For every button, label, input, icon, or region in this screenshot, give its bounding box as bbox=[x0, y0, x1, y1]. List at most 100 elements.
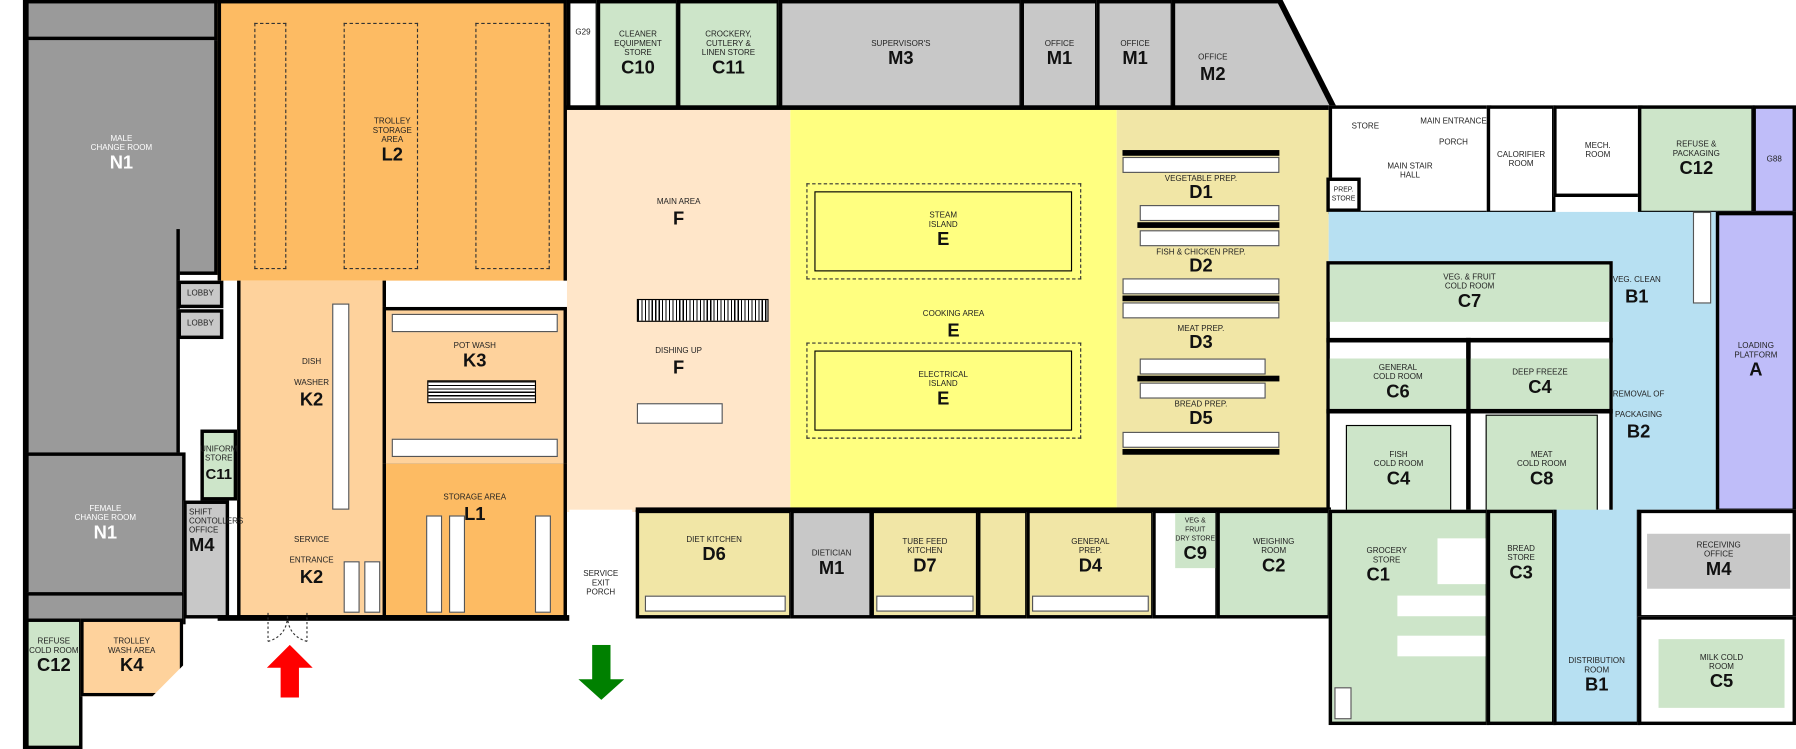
shelving bbox=[1397, 595, 1486, 617]
g29-room: G29 bbox=[566, 0, 600, 109]
room-label: MAIN AREA bbox=[656, 198, 701, 207]
shelf bbox=[534, 515, 551, 613]
room-label: MILK COLD ROOM bbox=[1699, 654, 1744, 672]
room-label: PREP. STORE bbox=[1331, 186, 1356, 203]
room-label: STORE bbox=[1351, 122, 1380, 131]
room-code: A bbox=[1749, 360, 1763, 381]
bench-wall bbox=[1122, 150, 1280, 156]
room-code: C4 bbox=[1386, 469, 1411, 490]
electrical-island-zone bbox=[806, 342, 1082, 439]
room-label: SHIFT CONTOLLERS OFFICE bbox=[188, 508, 244, 535]
shelving bbox=[1397, 635, 1486, 657]
veg-fruit-cold-room: VEG. & FRUIT COLD ROOM C7 bbox=[1329, 264, 1610, 322]
wall bbox=[1326, 408, 1613, 414]
room-code: F bbox=[673, 209, 685, 230]
room-code: N1 bbox=[109, 153, 134, 173]
pot-rack bbox=[427, 380, 537, 404]
room-code: M4 bbox=[1705, 560, 1732, 580]
room-code: K4 bbox=[119, 656, 144, 676]
fish-chicken-prep: FISH & CHICKEN PREP.D2 bbox=[1122, 249, 1279, 276]
room-code: C12 bbox=[37, 656, 71, 676]
entrance-arrow-icon bbox=[266, 644, 313, 698]
prep-bench bbox=[1122, 302, 1280, 319]
crockery-cutlery-linen-store: CROCKERY, CUTLERY & LINEN STORE C11 bbox=[676, 0, 781, 109]
milk-cold-room: MILK COLD ROOM C5 bbox=[1658, 639, 1785, 708]
room-label: REMOVAL OF PACKAGING bbox=[1612, 390, 1665, 420]
shelving bbox=[1334, 687, 1352, 720]
room-label: STEAM ISLAND bbox=[928, 211, 958, 230]
dishwasher-conveyor bbox=[332, 303, 350, 510]
room-code: M1 bbox=[1046, 48, 1073, 69]
room-label: CROCKERY, CUTLERY & LINEN STORE bbox=[701, 30, 756, 57]
general-cold-room: GENERAL COLD ROOM C6 bbox=[1329, 358, 1467, 409]
wall bbox=[1466, 337, 1471, 531]
female-change-room: FEMALE CHANGE ROOM N1 bbox=[25, 452, 186, 596]
exit-arrow-icon bbox=[578, 644, 625, 700]
room-label: DISTRIBUTION ROOM bbox=[1568, 657, 1625, 675]
room-code: C11 bbox=[205, 465, 233, 483]
room-code: D6 bbox=[702, 545, 726, 565]
room-label: TUBE FEED KITCHEN bbox=[902, 538, 948, 556]
room-code: C1 bbox=[1366, 565, 1390, 586]
room-code: D2 bbox=[1189, 256, 1213, 277]
room-label: UNIFORM STORE bbox=[200, 445, 238, 463]
room-label: CALORIFIER ROOM bbox=[1497, 150, 1546, 168]
supervisors-office: SUPERVISOR'S M3 bbox=[778, 0, 1023, 109]
room-label: FISH COLD ROOM bbox=[1373, 451, 1424, 469]
room-label: FEMALE CHANGE ROOM bbox=[74, 504, 137, 522]
receiving-office-wrap: RECEIVING OFFICE M4 bbox=[1637, 509, 1796, 619]
rack bbox=[343, 561, 360, 613]
bench-wall bbox=[1122, 448, 1280, 455]
trolley-wash-area: TROLLEY WASH AREA K4 bbox=[80, 618, 184, 697]
room-code: C12 bbox=[1679, 158, 1714, 179]
room-label: GENERAL PREP. bbox=[1071, 538, 1110, 556]
steam-island-zone bbox=[806, 183, 1082, 280]
mech-room: MECH. ROOM bbox=[1553, 105, 1643, 198]
steam-island: STEAM ISLAND E bbox=[814, 191, 1073, 272]
windows-row bbox=[25, 0, 218, 41]
veg-prep: VEGETABLE PREP.D1 bbox=[1122, 175, 1279, 202]
wall bbox=[564, 105, 1333, 110]
angled-wall bbox=[1277, 0, 1337, 111]
room-label: DISH WASHER bbox=[294, 358, 329, 388]
loading-platform: LOADING PLATFORM A bbox=[1715, 211, 1796, 512]
room-code: B1 bbox=[1625, 287, 1649, 307]
office-m1-b: OFFICE M1 bbox=[1096, 0, 1175, 109]
refuse-cold-room: REFUSE COLD ROOM C12 bbox=[25, 618, 83, 749]
fish-cold-room: FISH COLD ROOM C4 bbox=[1345, 424, 1452, 517]
room-code: F bbox=[673, 358, 685, 378]
room-label: FISH & CHICKEN PREP. bbox=[1156, 248, 1246, 257]
room-label: WEIGHING ROOM bbox=[1252, 538, 1295, 556]
bread-store: BREAD STORE C3 bbox=[1486, 509, 1556, 726]
sink-bench bbox=[391, 313, 558, 333]
room-label: TROLLEY STORAGE AREA bbox=[372, 117, 412, 145]
room-label: LOADING PLATFORM bbox=[1734, 342, 1778, 360]
room-code: C11 bbox=[712, 57, 745, 78]
room-code: C9 bbox=[1183, 544, 1207, 564]
room-label: VEG & FRUIT DRY STORE bbox=[1175, 517, 1216, 543]
room-label: LOBBY bbox=[187, 319, 214, 328]
room-code: D3 bbox=[1189, 333, 1213, 353]
room-label: OFFICE bbox=[1198, 53, 1228, 62]
dietician-office: DIETICIAN M1 bbox=[790, 509, 873, 619]
shelving bbox=[1437, 538, 1486, 585]
main-entrance-porch: MAIN ENTRANCE PORCH bbox=[1420, 109, 1486, 150]
g88-room: G88 bbox=[1752, 105, 1796, 215]
uniform-store: UNIFORM STORE C11 bbox=[200, 429, 238, 501]
room-code: C2 bbox=[1261, 556, 1286, 577]
room-label: OFFICE bbox=[1120, 39, 1150, 48]
room-label: DISHING UP bbox=[655, 347, 703, 356]
calorifier-room: CALORIFIER ROOM bbox=[1486, 105, 1556, 215]
double-door[interactable] bbox=[267, 612, 308, 645]
service-exit-porch: SERVICE EXIT PORCH bbox=[569, 509, 633, 619]
sink-bench bbox=[391, 438, 558, 458]
wall bbox=[635, 507, 1331, 512]
prep-bench bbox=[1139, 205, 1280, 222]
room-label: GENERAL COLD ROOM bbox=[1373, 364, 1423, 382]
trolley-bay bbox=[343, 22, 419, 270]
electrical-island: ELECTRICAL ISLAND E bbox=[814, 350, 1073, 431]
hot-cupboard bbox=[636, 298, 769, 322]
serving-counter bbox=[636, 403, 723, 424]
